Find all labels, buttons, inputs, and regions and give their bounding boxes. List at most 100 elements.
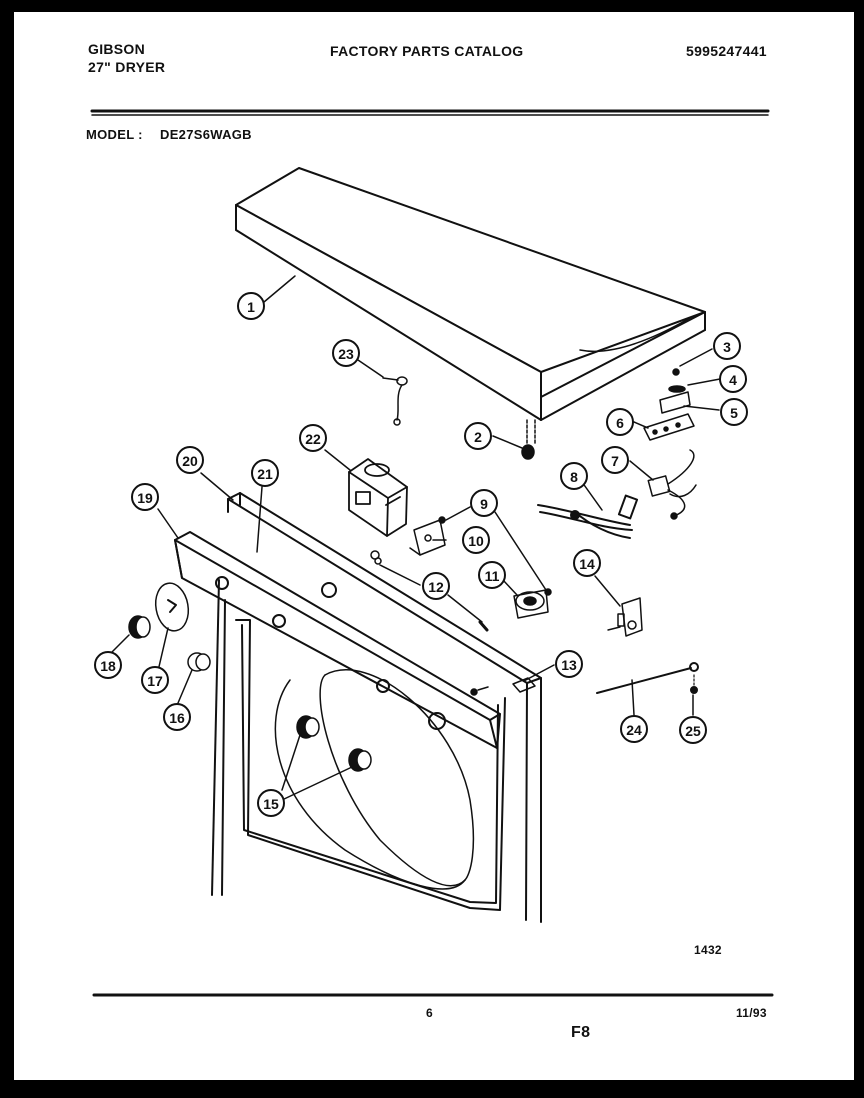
callout-circle — [141, 666, 169, 694]
revision-date: 11/93 — [736, 1006, 767, 1020]
top-panel — [235, 167, 706, 421]
callout-3: 3 — [713, 332, 741, 360]
callout-23: 23 — [332, 339, 360, 367]
callout-24: 24 — [620, 715, 648, 743]
callout-number: 8 — [570, 469, 578, 485]
callout-circle — [237, 292, 265, 320]
callout-circle — [470, 489, 498, 517]
product-name: 27" DRYER — [88, 59, 166, 75]
callout-circle — [464, 422, 492, 450]
callout-18: 18 — [94, 651, 122, 679]
leader-lines — [111, 275, 721, 801]
callout-4: 4 — [719, 365, 747, 393]
timer-part — [348, 458, 408, 537]
callout-circle — [620, 715, 648, 743]
control-console — [174, 531, 501, 749]
callout-circle — [555, 650, 583, 678]
callout-circle — [462, 526, 490, 554]
callout-number: 2 — [474, 429, 482, 445]
callout-number: 24 — [626, 722, 642, 738]
callout-number: 9 — [480, 496, 488, 512]
callout-number: 10 — [468, 533, 484, 549]
push-button — [187, 652, 211, 672]
callout-circle — [679, 716, 707, 744]
callout-circle — [251, 459, 279, 487]
callout-15: 15 — [257, 789, 285, 817]
drawing-number: 1432 — [694, 943, 722, 957]
callout-7: 7 — [601, 446, 629, 474]
callout-12: 12 — [422, 572, 450, 600]
dial — [154, 582, 190, 632]
callout-8: 8 — [560, 462, 588, 490]
callout-16: 16 — [163, 703, 191, 731]
callout-25: 25 — [679, 716, 707, 744]
callout-number: 15 — [263, 796, 279, 812]
callout-6: 6 — [606, 408, 634, 436]
callout-number: 18 — [100, 658, 116, 674]
hinge-pin — [521, 419, 536, 460]
callout-number: 12 — [428, 579, 444, 595]
page-number: 6 — [426, 1006, 433, 1020]
callout-number: 1 — [247, 299, 255, 315]
harness-connector — [647, 449, 697, 520]
callout-number: 13 — [561, 657, 577, 673]
push-switch — [607, 597, 643, 637]
callout-13: 13 — [555, 650, 583, 678]
knob-18 — [128, 615, 151, 639]
hinge-bracket-assembly — [643, 368, 695, 441]
catalog-title: FACTORY PARTS CATALOG — [330, 43, 524, 59]
callout-number: 17 — [147, 673, 163, 689]
catalog-number: 5995247441 — [686, 43, 767, 59]
callout-10: 10 — [462, 526, 490, 554]
selector-switch — [513, 588, 552, 619]
callout-circle — [601, 446, 629, 474]
front-panel-frame — [211, 492, 542, 923]
callout-number: 22 — [305, 431, 321, 447]
callout-number: 16 — [169, 710, 185, 726]
callout-1: 1 — [237, 292, 265, 320]
callout-11: 11 — [478, 561, 506, 589]
paper-page — [14, 12, 854, 1080]
callout-number: 14 — [579, 556, 595, 572]
callout-circle — [299, 424, 327, 452]
callout-2: 2 — [464, 422, 492, 450]
callout-number: 6 — [616, 415, 624, 431]
callout-circle — [606, 408, 634, 436]
callout-14: 14 — [573, 549, 601, 577]
callout-19: 19 — [131, 483, 159, 511]
callout-circle — [573, 549, 601, 577]
callout-circle — [713, 332, 741, 360]
callout-5: 5 — [720, 398, 748, 426]
callout-number: 4 — [729, 372, 737, 388]
callout-20: 20 — [176, 446, 204, 474]
callout-9: 9 — [470, 489, 498, 517]
callout-circle — [131, 483, 159, 511]
callout-number: 20 — [182, 453, 198, 469]
callout-circle — [176, 446, 204, 474]
callout-number: 5 — [730, 405, 738, 421]
callout-number: 3 — [723, 339, 731, 355]
drum-opening — [274, 669, 475, 890]
screws — [370, 550, 489, 632]
callout-21: 21 — [251, 459, 279, 487]
figure-label: F8 — [571, 1024, 591, 1041]
brand-name: GIBSON — [88, 41, 146, 57]
callout-number: 11 — [485, 568, 500, 584]
thermal-fuse-part — [382, 376, 408, 426]
knobs — [296, 715, 372, 772]
callout-number: 19 — [137, 490, 153, 506]
callout-17: 17 — [141, 666, 169, 694]
model-number: DE27S6WAGB — [160, 127, 252, 142]
callout-number: 23 — [338, 346, 354, 362]
callout-number: 25 — [685, 723, 701, 739]
callout-circle — [720, 398, 748, 426]
rod-and-clip — [596, 662, 699, 694]
callout-circle — [163, 703, 191, 731]
callout-circle — [719, 365, 747, 393]
switch-bracket — [409, 516, 446, 556]
callout-number: 21 — [257, 466, 273, 482]
callout-number: 7 — [611, 453, 619, 469]
